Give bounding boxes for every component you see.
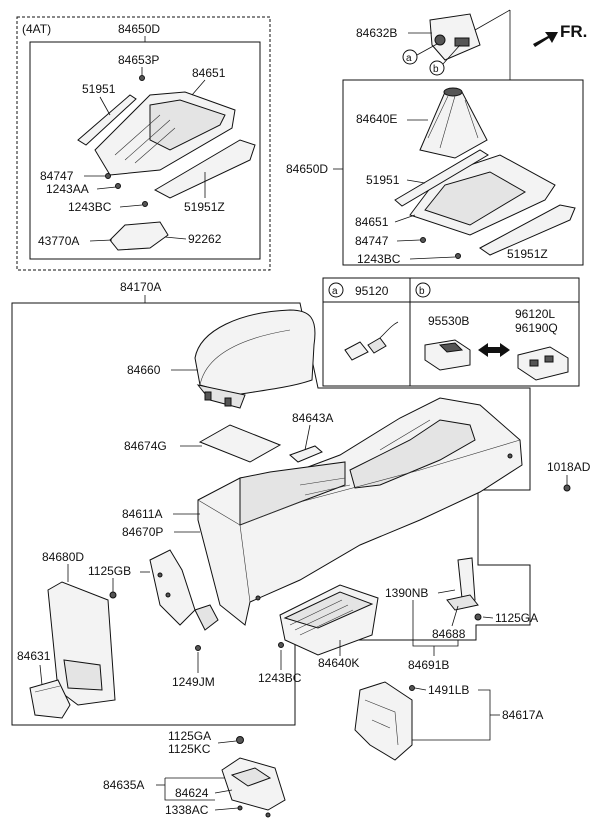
callout-51951Z-top: 51951Z [184,200,225,214]
rear-panel-84680D-drawing [47,581,116,706]
callout-84640K: 84640K [318,656,359,670]
callout-84670P: 84670P [122,525,163,539]
bracket-84617A-drawing [354,681,415,761]
callout-1125GA-bottom: 1125GA [168,729,211,743]
socket-95530B-drawing [424,339,471,371]
storage-box-84640K-drawing [278,584,379,656]
callout-51951Z-right: 51951Z [507,247,548,261]
callout-1125KC: 1125KC [168,742,211,756]
callout-84680D: 84680D [42,550,84,564]
inset-marker-b-label: b [419,286,425,297]
callout-84632B: 84632B [356,26,397,40]
callout-1243BC-right: 1243BC [357,252,401,266]
cup-cover-84631-drawing [29,679,71,719]
callout-1125GA-right: 1125GA [495,611,538,625]
callout-84635A: 84635A [103,778,144,792]
callout-84660: 84660 [127,363,161,377]
callout-84674G: 84674G [124,439,167,453]
callout-92262: 92262 [188,232,222,246]
inset-part-96190Q: 96190Q [515,321,558,335]
bezel-84632B-drawing [429,13,481,61]
callout-51951-right: 51951 [366,173,400,187]
variant-label: (4AT) [22,22,51,36]
bracket-84688-drawing [446,557,482,621]
callout-84650D-right: 84650D [286,162,328,176]
callout-1390NB: 1390NB [385,586,428,600]
callout-84653P: 84653P [118,53,159,67]
armrest-84660-drawing [194,309,316,409]
callout-51951-top: 51951 [82,82,116,96]
inset-part-95120: 95120 [355,284,389,298]
callout-1249JM: 1249JM [172,675,215,689]
connector-95120-drawing [344,321,399,361]
front-direction-label: FR. [560,22,587,41]
callout-84640E: 84640E [356,112,397,126]
console-body-84611A-drawing [197,397,523,626]
bracket-92262 [109,221,169,251]
callout-84650D-top: 84650D [118,22,160,36]
switch-96120L-drawing [517,346,569,381]
callout-1491LB: 1491LB [428,683,469,697]
inset-marker-a [328,282,344,298]
inset-marker-b [415,282,431,298]
callout-84624: 84624 [175,786,209,800]
marker-b-top [429,60,445,76]
shift-boot-84640E-drawing [419,87,488,159]
callout-84651-right: 84651 [355,215,389,229]
trim-51951Z-right [479,204,576,256]
double-arrow-icon [478,343,510,357]
trim-51951-top [77,94,137,146]
inset-marker-a-label: a [332,286,338,297]
callout-1125GB: 1125GB [88,564,131,578]
callout-1018AD: 1018AD [547,460,591,474]
inset-part-95530B: 95530B [428,314,469,328]
marker-a-top-label: a [406,53,412,64]
marker-b-top-label: b [433,64,439,75]
4at-dashed-frame [16,16,271,271]
callout-84170A: 84170A [120,280,161,294]
callout-84747-top: 84747 [40,169,74,183]
callout-84691B: 84691B [408,658,449,672]
inset-table [322,277,580,387]
marker-a-top [402,49,418,65]
shift-group-frame [342,79,584,266]
callout-84643A: 84643A [292,411,333,425]
4at-console-cover-drawing [77,75,256,251]
mat-84674G-drawing [198,424,282,463]
screw-1018AD-icon [563,484,571,492]
callout-1243BC-top: 1243BC [68,200,112,214]
main-console-frame [11,302,531,726]
callout-84688: 84688 [432,627,466,641]
callout-1243AA: 1243AA [46,182,89,196]
callout-84617A: 84617A [502,708,543,722]
callout-43770A: 43770A [38,234,79,248]
screw-1125GB-icon [109,591,117,599]
callout-84611A: 84611A [122,507,162,521]
callout-84747-right: 84747 [355,234,389,248]
trim-51951-right [394,149,489,207]
callout-84631: 84631 [17,649,51,663]
callout-1243BC-bottom: 1243BC [258,671,302,685]
callout-1338AC: 1338AC [165,803,209,817]
bracket-support-drawing [149,549,219,651]
console-cover-right-drawing [394,149,576,259]
bracket-84635A-drawing [221,736,286,818]
cover-84643A-drawing [289,445,323,463]
callout-84651-top: 84651 [192,66,226,80]
trim-51951Z-top [153,139,256,199]
inset-part-96120L: 96120L [515,307,555,321]
fr-arrow-icon [533,32,558,47]
